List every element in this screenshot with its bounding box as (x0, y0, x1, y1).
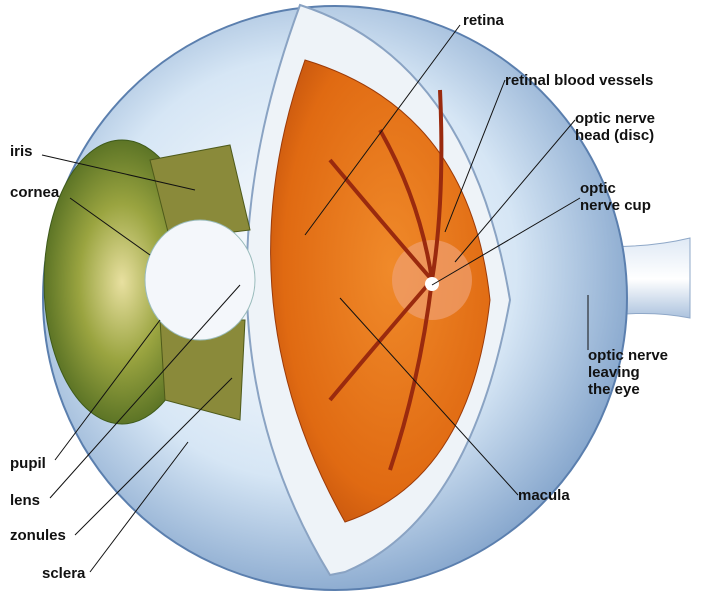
optic-cup (425, 277, 439, 291)
label-retina: retina (463, 12, 504, 29)
label-macula: macula (518, 487, 570, 504)
leader-lines (41, 24, 589, 573)
label-optic-nerve-leaving: optic nerve leaving the eye (588, 347, 669, 398)
label-optic-nerve-cup: optic nerve cup (580, 180, 651, 214)
label-lens: lens (10, 492, 41, 509)
retina (270, 59, 491, 523)
label-cornea: cornea (10, 184, 60, 201)
lens (144, 219, 256, 341)
label-sclera: sclera (42, 565, 86, 582)
label-retinal-blood-vessels: retinal blood vessels (505, 72, 654, 89)
label-iris: iris (10, 143, 33, 160)
label-optic-nerve-head: optic nerve head (disc) (575, 110, 656, 144)
label-zonules: zonules (10, 527, 66, 544)
label-pupil: pupil (10, 455, 46, 472)
